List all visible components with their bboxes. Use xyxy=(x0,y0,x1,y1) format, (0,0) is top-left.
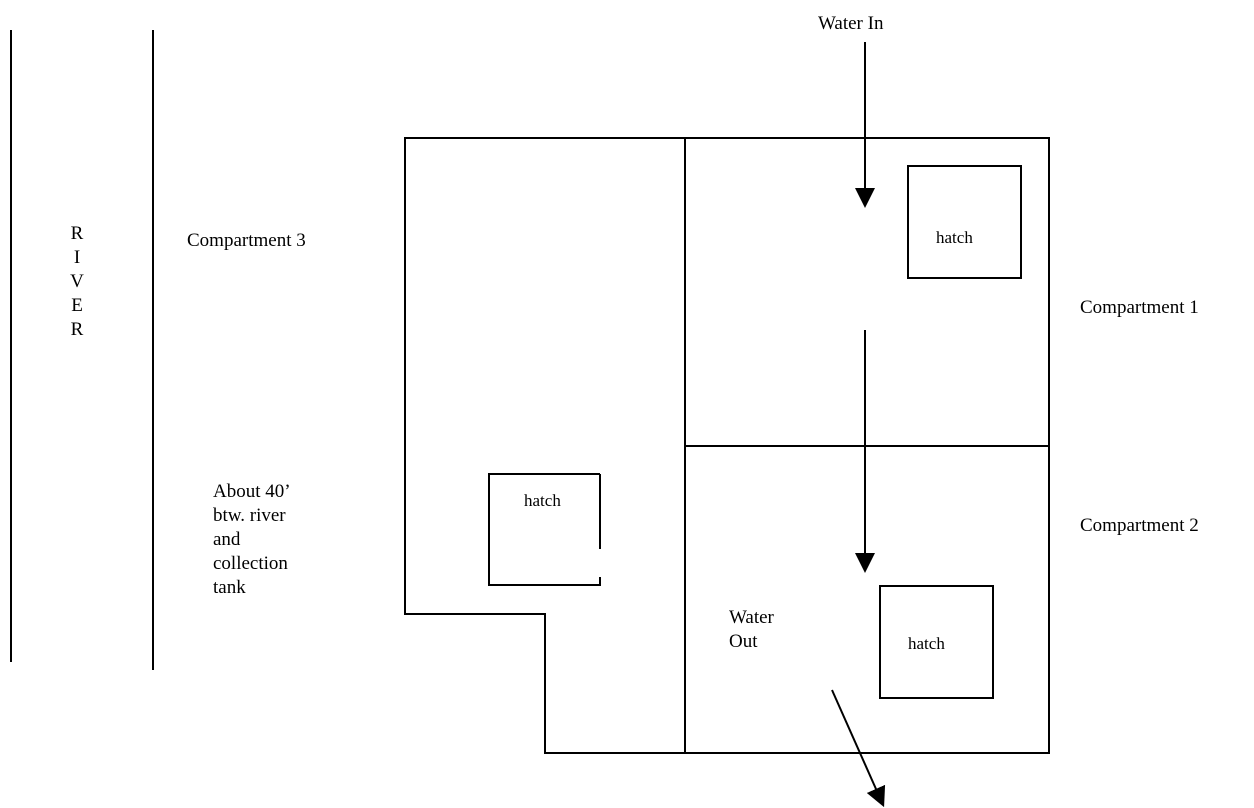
river-letter: E xyxy=(71,295,83,316)
water-out-arrow xyxy=(831,689,886,808)
river-letter: I xyxy=(73,247,81,268)
distance-note: About 40’ btw. river and collection tank xyxy=(213,480,343,600)
river-letter: V xyxy=(70,271,84,292)
water-out-label: Water Out xyxy=(729,606,774,654)
distance-note-line: btw. river xyxy=(213,505,286,526)
distance-note-line: tank xyxy=(213,577,246,598)
hatch-label-compartment-2: hatch xyxy=(908,634,945,653)
river-letter: R xyxy=(70,223,84,244)
hatch-label-compartment-3: hatch xyxy=(524,491,561,510)
hatch-label-compartment-1: hatch xyxy=(936,228,973,247)
river-letter: R xyxy=(70,319,84,340)
hatch-box-compartment-1 xyxy=(907,165,1022,279)
water-out-line: Water xyxy=(729,607,774,628)
distance-note-line: collection xyxy=(213,553,288,574)
distance-note-line: and xyxy=(213,529,241,550)
river-label: R I V E R xyxy=(66,222,88,342)
distance-note-line: About 40’ xyxy=(213,481,291,502)
water-out-line: Out xyxy=(729,631,758,652)
water-in-label: Water In xyxy=(818,13,884,34)
hatch-box-compartment-3 xyxy=(488,473,601,586)
compartment-2-label: Compartment 2 xyxy=(1080,515,1199,536)
tank-outline xyxy=(404,137,1050,754)
compartment-3-label: Compartment 3 xyxy=(187,230,306,251)
hatch-box-compartment-2 xyxy=(879,585,994,699)
compartment-1-label: Compartment 1 xyxy=(1080,297,1199,318)
